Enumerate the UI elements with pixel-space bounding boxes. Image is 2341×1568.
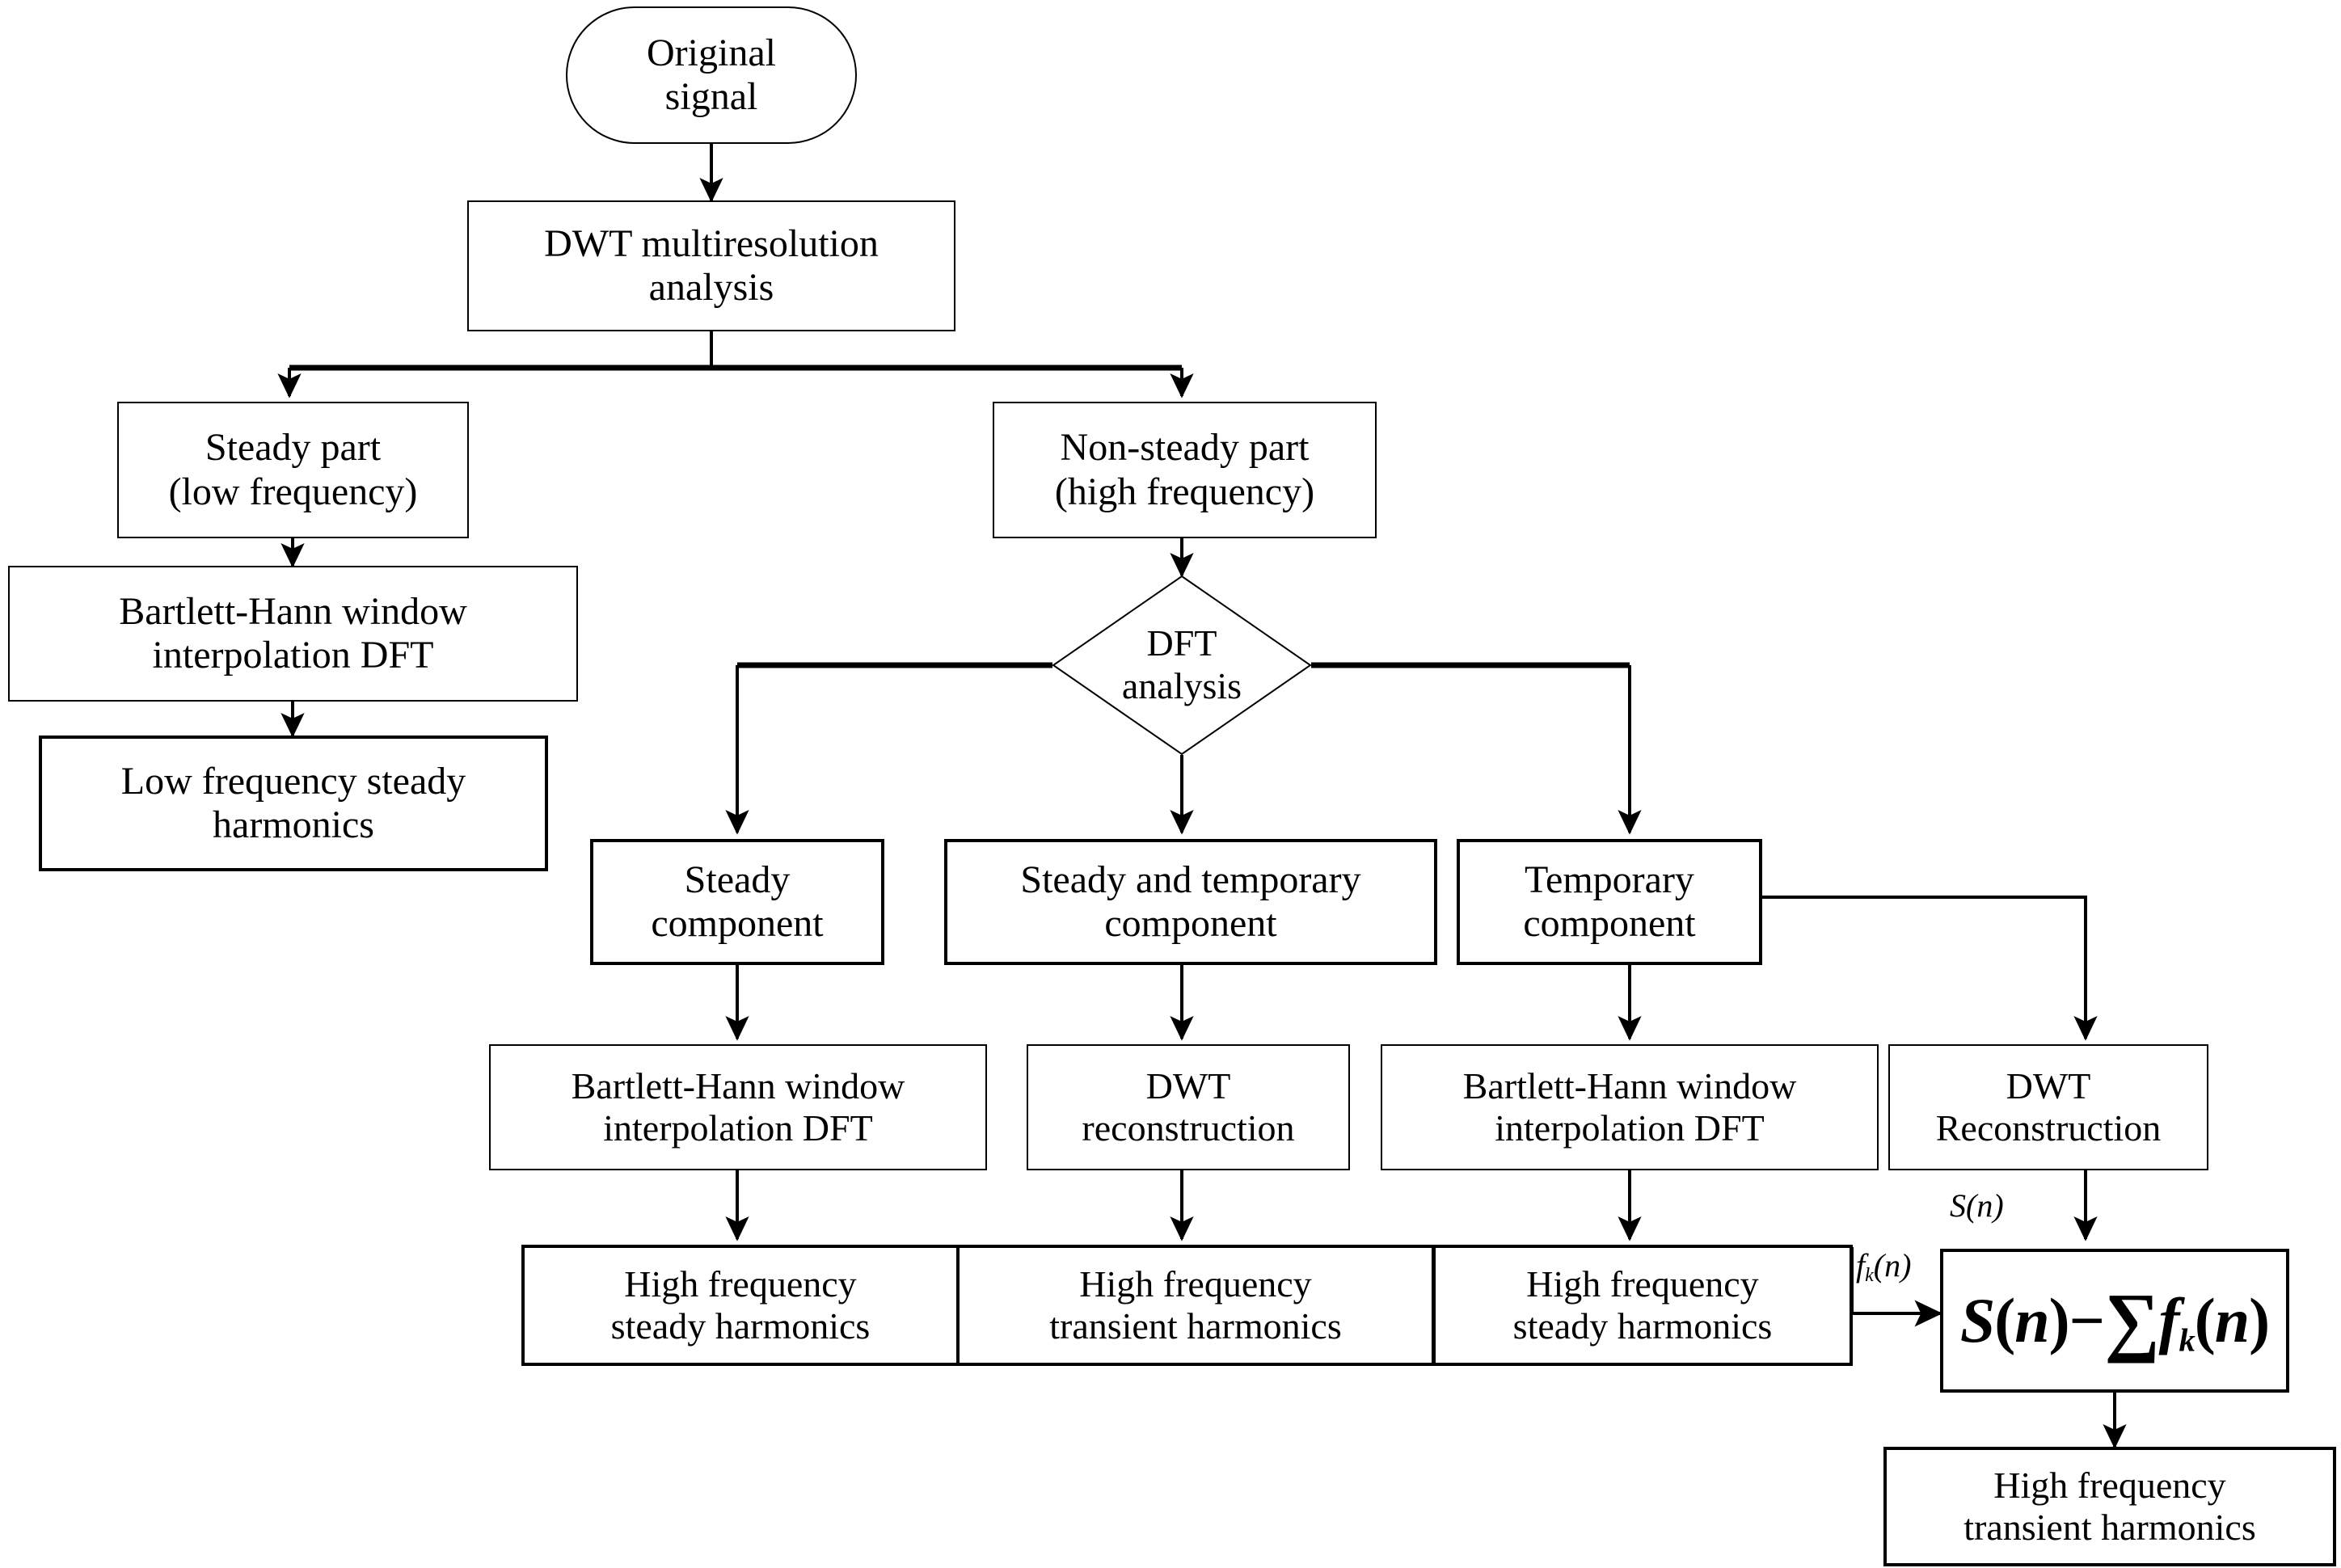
- node-steady-part[interactable]: Steady part (low frequency): [117, 402, 469, 538]
- node-bartlett-hann-c3[interactable]: Bartlett-Hann window interpolation DFT: [1381, 1044, 1879, 1170]
- node-steady-component[interactable]: Steady component: [590, 839, 884, 965]
- node-dft-analysis[interactable]: DFT analysis: [1052, 575, 1311, 755]
- node-high-frequency-steady-harmonics-1-label: High frequency steady harmonics: [610, 1263, 871, 1347]
- node-high-frequency-transient-harmonics-1-label: High frequency transient harmonics: [1049, 1263, 1342, 1347]
- minus-sign: −: [2069, 1284, 2105, 1355]
- node-dwt-reconstruction-c4[interactable]: DWT Reconstruction: [1888, 1044, 2208, 1170]
- node-bartlett-hann-c1-label: Bartlett-Hann window interpolation DFT: [571, 1065, 905, 1149]
- node-steady-and-temporary-component[interactable]: Steady and temporary component: [944, 839, 1437, 965]
- node-steady-component-label: Steady component: [651, 858, 824, 945]
- node-steady-part-label: Steady part (low frequency): [168, 426, 418, 513]
- edge-label-s-of-n: S(n): [1950, 1187, 2004, 1224]
- node-steady-and-temporary-component-label: Steady and temporary component: [1020, 858, 1361, 945]
- node-high-frequency-transient-harmonics-2[interactable]: High frequency transient harmonics: [1883, 1447, 2336, 1566]
- node-non-steady-part[interactable]: Non-steady part (high frequency): [993, 402, 1377, 538]
- node-high-frequency-steady-harmonics-2[interactable]: High frequency steady harmonics: [1432, 1245, 1853, 1366]
- node-original-signal-label: Original signal: [647, 31, 776, 118]
- node-temporary-component[interactable]: Temporary component: [1457, 839, 1762, 965]
- node-subtract-sum-formula[interactable]: S(n)−∑fk(n): [1940, 1249, 2289, 1393]
- node-high-frequency-transient-harmonics-2-label: High frequency transient harmonics: [1963, 1465, 2256, 1548]
- node-original-signal[interactable]: Original signal: [566, 6, 857, 144]
- node-dwt-reconstruction-c2-label: DWT reconstruction: [1082, 1065, 1295, 1149]
- node-low-frequency-steady-harmonics-label: Low frequency steady harmonics: [120, 759, 466, 846]
- node-dwt-reconstruction-c2[interactable]: DWT reconstruction: [1027, 1044, 1350, 1170]
- node-subtract-sum-formula-label: S(n)−∑fk(n): [1959, 1276, 2270, 1364]
- node-high-frequency-transient-harmonics-1[interactable]: High frequency transient harmonics: [956, 1245, 1435, 1366]
- node-dwt-multiresolution-label: DWT multiresolution analysis: [544, 221, 879, 309]
- edge-label-fk-of-n-f: f: [1856, 1247, 1866, 1283]
- sigma-icon: ∑: [2104, 1276, 2159, 1364]
- node-low-frequency-steady-harmonics[interactable]: Low frequency steady harmonics: [39, 736, 548, 871]
- edge-label-s-of-n-text: S(n): [1950, 1187, 2004, 1224]
- node-dwt-multiresolution[interactable]: DWT multiresolution analysis: [467, 200, 955, 331]
- node-bartlett-hann-c3-label: Bartlett-Hann window interpolation DFT: [1462, 1065, 1797, 1149]
- node-bartlett-hann-c1[interactable]: Bartlett-Hann window interpolation DFT: [489, 1044, 987, 1170]
- node-high-frequency-steady-harmonics-1[interactable]: High frequency steady harmonics: [521, 1245, 960, 1366]
- edge-label-fk-of-n-arg: (n): [1873, 1247, 1912, 1283]
- node-dft-analysis-label: DFT analysis: [1121, 622, 1242, 706]
- node-bartlett-hann-left[interactable]: Bartlett-Hann window interpolation DFT: [8, 566, 578, 702]
- edge-label-fk-of-n: fk(n): [1856, 1246, 1911, 1287]
- node-temporary-component-label: Temporary component: [1523, 858, 1696, 945]
- node-non-steady-part-label: Non-steady part (high frequency): [1054, 426, 1315, 513]
- edge-label-fk-of-n-sub: k: [1865, 1265, 1874, 1286]
- node-dwt-reconstruction-c4-label: DWT Reconstruction: [1935, 1065, 2162, 1149]
- node-bartlett-hann-left-label: Bartlett-Hann window interpolation DFT: [119, 589, 467, 677]
- node-high-frequency-steady-harmonics-2-label: High frequency steady harmonics: [1512, 1263, 1773, 1347]
